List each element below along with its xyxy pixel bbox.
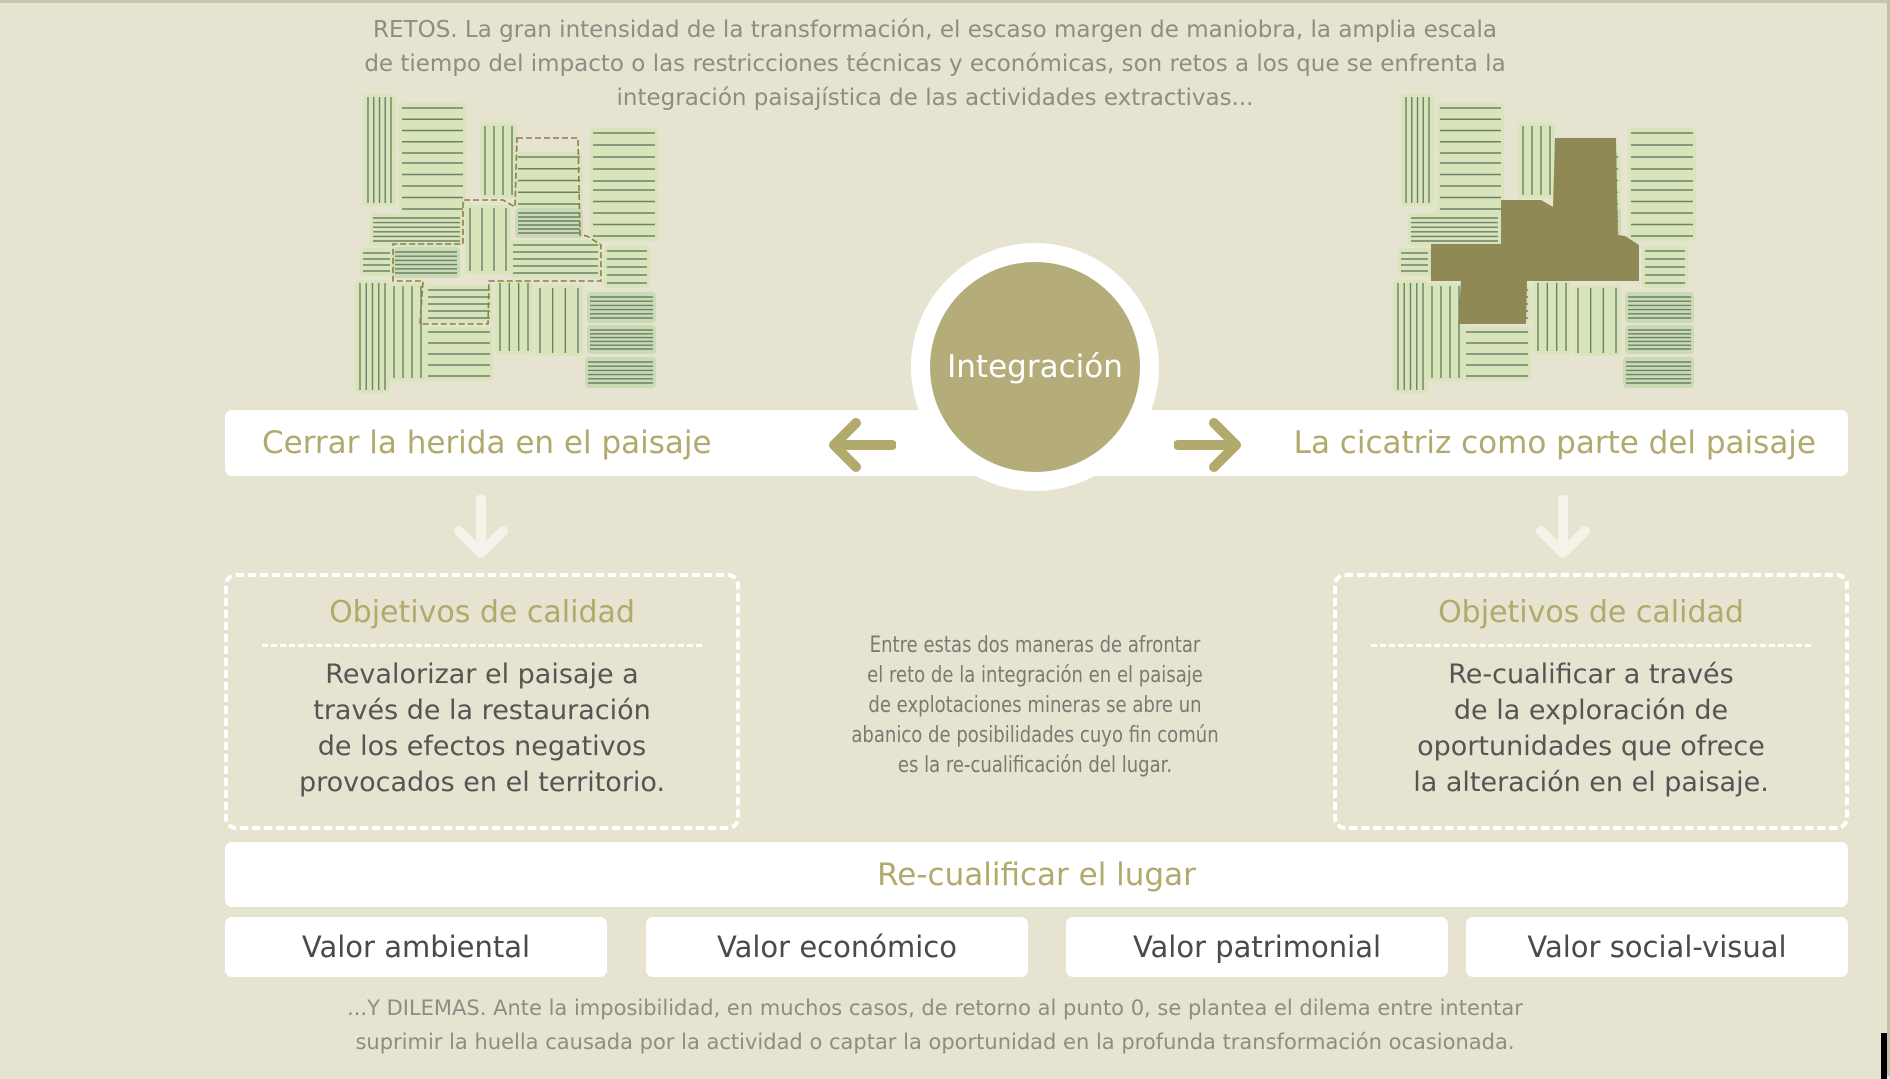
field-block [495,280,533,354]
edge-mark [1881,1033,1887,1079]
field-block [1625,292,1694,323]
line: de los efectos negativos [317,731,647,762]
objectives-title: Objetivos de calidad [1438,595,1744,630]
field-block [480,123,517,198]
line: de explotaciones mineras se abre un [868,693,1202,718]
goal-bar: Re-cualificar el lugar [225,842,1848,907]
field-block [1437,158,1504,214]
intro-line: integración paisajística de las activida… [616,85,1254,111]
field-block [587,325,656,354]
integration-label: Integración [930,262,1140,472]
scar-outline [392,137,602,325]
field-block [465,205,511,274]
outro-line: suprimir la huella causada por la activi… [355,1030,1515,1054]
line: través de la restauración [313,695,651,726]
field-block [392,247,460,278]
fields-scar-illustration [1393,94,1696,393]
line: Re-cualificar a través [1448,659,1734,690]
outro-line: ...Y DILEMAS. Ante la imposibilidad, en … [347,996,1523,1020]
value-heritage: Valor patrimonial [1066,917,1448,977]
field-block [399,158,466,214]
divider [262,644,702,647]
field-block [1628,128,1696,186]
value-economic: Valor económico [646,917,1028,977]
field-block [1518,123,1555,198]
goal-label: Re-cualificar el lugar [877,856,1196,893]
line: abanico de posibilidades cuyo fin común [851,723,1219,748]
field-block [1625,325,1694,354]
line: oportunidades que ofrece [1417,731,1765,762]
intro-text: RETOS. La gran intensidad de la transfor… [0,13,1880,115]
field-block [510,240,601,278]
middle-text: Entre estas dos maneras de afrontar el r… [781,631,1289,781]
field-block [1401,94,1434,206]
line: de la exploración de [1453,695,1729,726]
field-block [590,128,658,186]
field-block [1427,283,1464,381]
field-block [425,327,493,381]
field-block [535,285,583,356]
value-environmental: Valor ambiental [225,917,607,977]
field-block [370,213,463,246]
field-block [515,152,583,209]
field-block [399,103,466,158]
intro-line: RETOS. La gran intensidad de la transfor… [373,17,1497,43]
field-block [389,283,426,381]
line: Entre estas dos maneras de afrontar [869,633,1201,658]
arrow-down-icon [454,495,508,558]
arrow-down-icon [1536,495,1590,558]
field-block [590,185,658,241]
field-block [360,248,393,276]
intro-line: de tiempo del impacto o las restriccione… [364,51,1506,77]
field-block [587,292,656,323]
outro-text: ...Y DILEMAS. Ante la imposibilidad, en … [0,991,1880,1059]
line: la alteración en el paisaje. [1413,767,1769,798]
left-approach-title: Cerrar la herida en el paisaje [262,425,712,461]
line: provocados en el territorio. [298,767,666,798]
field-block [585,357,656,388]
objectives-title: Objetivos de calidad [329,595,635,630]
field-block [1408,213,1501,246]
objective-text: Re-cualificar a través de la exploración… [1337,657,1845,801]
right-objectives-box: Objetivos de calidad Re-cualificar a tra… [1333,573,1849,830]
field-block [1642,246,1688,288]
fields-restored-illustration [355,94,658,393]
scar-area [1431,138,1639,324]
field-block [1628,185,1696,241]
arrow-left-icon [829,418,896,472]
field-block [363,94,396,206]
field-block [425,285,493,323]
left-objectives-box: Objetivos de calidad Revalorizar el pais… [224,573,740,830]
divider [1371,644,1811,647]
line: Revalorizar el paisaje a [325,659,639,690]
field-block [1398,248,1431,276]
field-block [1623,357,1694,388]
objective-text: Revalorizar el paisaje a través de la re… [228,657,736,801]
field-block [355,280,390,393]
value-social-visual: Valor social-visual [1466,917,1848,977]
arrow-right-icon [1174,418,1241,472]
line: el reto de la integración en el paisaje [867,663,1203,688]
field-block [515,208,583,238]
field-block [1463,327,1531,381]
field-block [1533,280,1571,354]
field-block [1393,280,1428,393]
field-block [1437,103,1504,158]
line: es la re-cualificación del lugar. [897,753,1173,778]
field-block [1573,285,1621,356]
field-block [604,246,650,288]
right-approach-title: La cicatriz como parte del paisaje [1293,425,1816,461]
